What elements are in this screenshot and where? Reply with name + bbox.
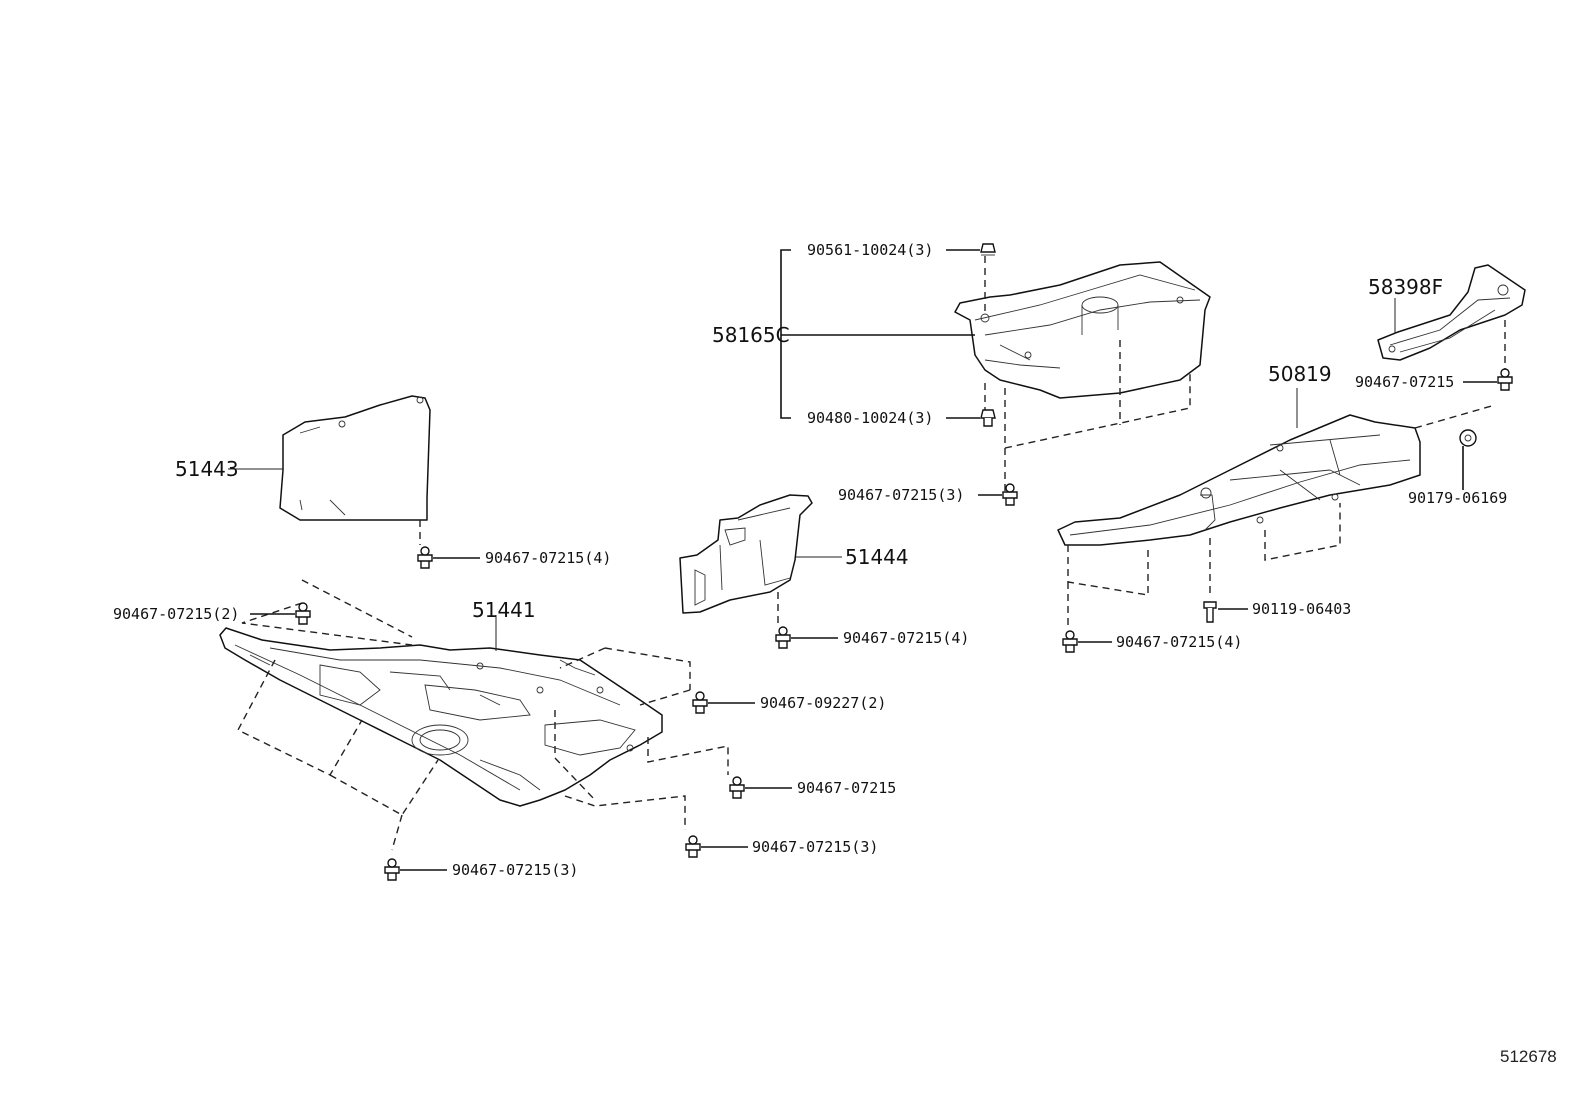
part-label-51444[interactable]: 51444 (845, 545, 909, 569)
figure-number: 512678 (1500, 1047, 1557, 1066)
fastener-label-50819-bolt[interactable]: 90119-06403 (1252, 600, 1352, 618)
fastener-label-58165c-bottom[interactable]: 90480-10024(3) (807, 409, 934, 427)
part-58165c-drawing (780, 249, 1211, 492)
fastener-label-51444-clip[interactable]: 90467-07215(4) (843, 629, 970, 647)
fastener-label-51441-right2[interactable]: 90467-07215 (797, 779, 897, 797)
part-51441-drawing (219, 579, 729, 851)
part-label-51441[interactable]: 51441 (472, 598, 536, 622)
part-58398f-drawing (1377, 264, 1526, 370)
fastener-label-51441-bottom[interactable]: 90467-07215(3) (452, 861, 579, 879)
fastener-label-50819-clip[interactable]: 90467-07215(4) (1116, 633, 1243, 651)
part-label-58398f[interactable]: 58398F (1368, 275, 1444, 299)
part-label-51443[interactable]: 51443 (175, 457, 239, 481)
part-label-50819[interactable]: 50819 (1268, 362, 1332, 386)
fasteners (250, 243, 1513, 881)
part-50819-drawing (1057, 388, 1496, 628)
fastener-label-51443-clip[interactable]: 90467-07215(4) (485, 549, 612, 567)
part-label-58165c[interactable]: 58165C (712, 323, 790, 347)
fastener-label-58165c-clip[interactable]: 90467-07215(3) (838, 486, 965, 504)
fastener-label-51441-right1[interactable]: 90467-09227(2) (760, 694, 887, 712)
fastener-label-51441-right3[interactable]: 90467-07215(3) (752, 838, 879, 856)
fastener-label-50819-grommet[interactable]: 90179-06169 (1408, 489, 1508, 507)
part-51443-drawing (228, 395, 431, 545)
part-51444-drawing (679, 494, 842, 625)
fastener-label-51441-left[interactable]: 90467-07215(2) (113, 605, 240, 623)
fastener-label-58398f-clip[interactable]: 90467-07215 (1355, 373, 1455, 391)
fastener-label-58165c-top[interactable]: 90561-10024(3) (807, 241, 934, 259)
